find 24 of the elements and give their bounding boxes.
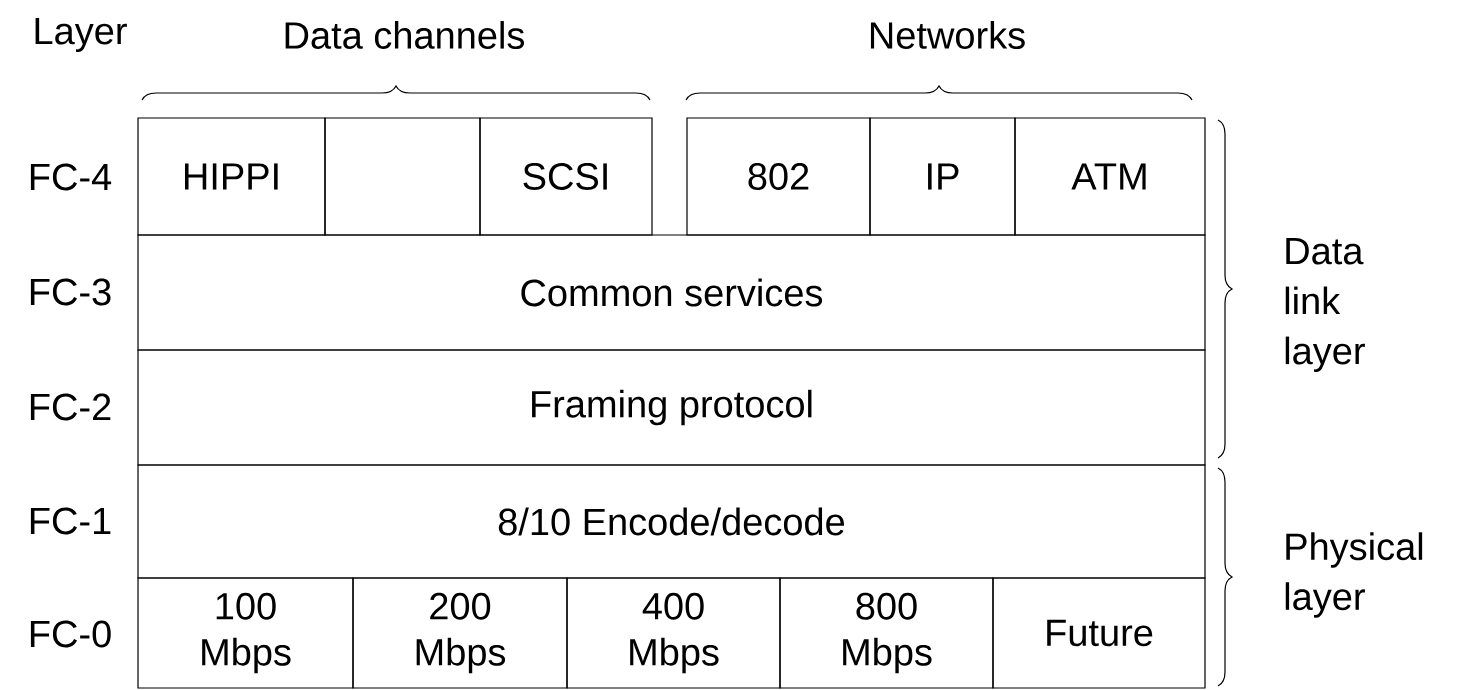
group-heading: Networks: [870, 21, 1025, 49]
protocol-cell: Future: [992, 577, 1206, 689]
level-label: FC-0: [30, 620, 111, 648]
protocol-cell: ATM: [1014, 117, 1206, 236]
layer-name: Data link layer: [1285, 237, 1365, 372]
level-label: FC-2: [30, 393, 111, 421]
layer-name: Physical layer: [1285, 532, 1423, 618]
protocol-cell: 100 Mbps: [137, 577, 354, 689]
level-label: FC-1: [30, 507, 111, 535]
level-label: FC-4: [30, 163, 112, 191]
group-heading: Data channels: [285, 21, 524, 49]
protocol-cell: 802: [686, 117, 871, 236]
empty-cell: [324, 117, 481, 236]
protocol-cell: 800 Mbps: [779, 577, 994, 689]
protocol-cell: IP: [869, 117, 1016, 236]
protocol-cell: HIPPI: [137, 117, 326, 236]
protocol-cell: 400 Mbps: [566, 577, 781, 689]
protocol-cell: 8/10 Encode/decode: [137, 464, 1206, 579]
level-label: FC-3: [30, 278, 111, 306]
protocol-cell: 200 Mbps: [352, 577, 568, 689]
protocol-cell: Common services: [137, 234, 1206, 351]
group-heading: Layer: [35, 17, 127, 52]
protocol-cell: SCSI: [479, 117, 653, 236]
protocol-cell: Framing protocol: [137, 349, 1206, 466]
